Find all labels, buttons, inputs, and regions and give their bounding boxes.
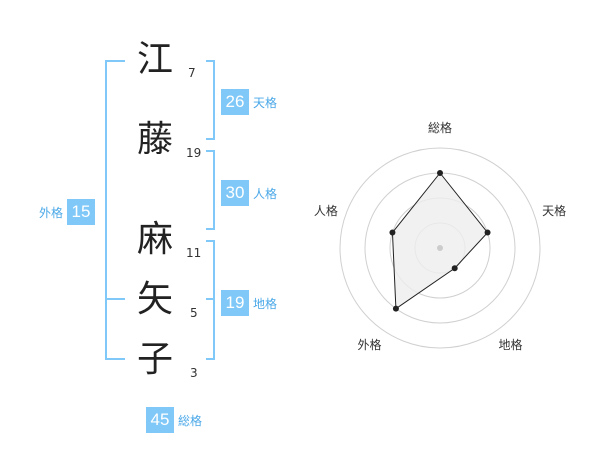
stroke-count-2: 19 <box>186 146 202 160</box>
gaikaku-label: 外格 <box>39 205 64 220</box>
radar-axis-label-1: 総格 <box>428 120 452 135</box>
chikaku-badge: 19 地格 <box>221 290 277 316</box>
radar-point-4 <box>392 305 399 312</box>
name-char-3: 麻 <box>136 219 173 260</box>
tenkaku-bracket <box>206 60 215 140</box>
tenkaku-label: 天格 <box>253 95 278 110</box>
soukaku-badge: 45 総格 <box>146 407 202 433</box>
gaikaku-value: 15 <box>67 199 96 225</box>
radar-point-3 <box>451 265 458 272</box>
tenkaku-badge: 26 天格 <box>221 89 277 115</box>
name-char-1: 江 <box>136 39 173 80</box>
radar-point-1 <box>437 170 443 176</box>
gaikaku-badge: 外格 15 <box>39 199 96 225</box>
gaikaku-bracket-mid-tick <box>105 298 125 300</box>
name-char-2: 藤 <box>136 119 173 160</box>
radar-center-dot <box>437 245 443 251</box>
radar-axis-label-3: 地格 <box>499 337 523 352</box>
radar-axis-label-4: 外格 <box>357 337 381 352</box>
gaikaku-bracket <box>105 60 125 360</box>
name-char-4: 矢 <box>136 279 173 320</box>
tenkaku-value: 26 <box>221 89 249 115</box>
soukaku-value: 45 <box>146 407 174 433</box>
radar-point-5 <box>389 229 396 236</box>
soukaku-label: 総格 <box>178 413 203 428</box>
chikaku-value: 19 <box>221 290 249 316</box>
stroke-count-4: 5 <box>190 306 198 320</box>
stroke-count-1: 7 <box>188 66 196 80</box>
stroke-count-3: 11 <box>186 246 202 260</box>
chikaku-label: 地格 <box>253 296 278 311</box>
name-char-5: 子 <box>136 339 173 380</box>
chikaku-bracket-mid-tick <box>206 298 215 300</box>
radar-axis-label-5: 人格 <box>314 203 338 218</box>
stroke-count-5: 3 <box>190 366 198 380</box>
radar-ring-4 <box>339 147 541 349</box>
radar-point-2 <box>484 229 491 236</box>
jinkaku-label: 人格 <box>253 186 278 201</box>
jinkaku-value: 30 <box>221 180 249 206</box>
jinkaku-bracket <box>206 150 215 230</box>
radar-axis-label-2: 天格 <box>542 203 566 218</box>
chikaku-bracket <box>206 240 215 360</box>
jinkaku-badge: 30 人格 <box>221 180 277 206</box>
radar-polygon <box>391 172 489 310</box>
